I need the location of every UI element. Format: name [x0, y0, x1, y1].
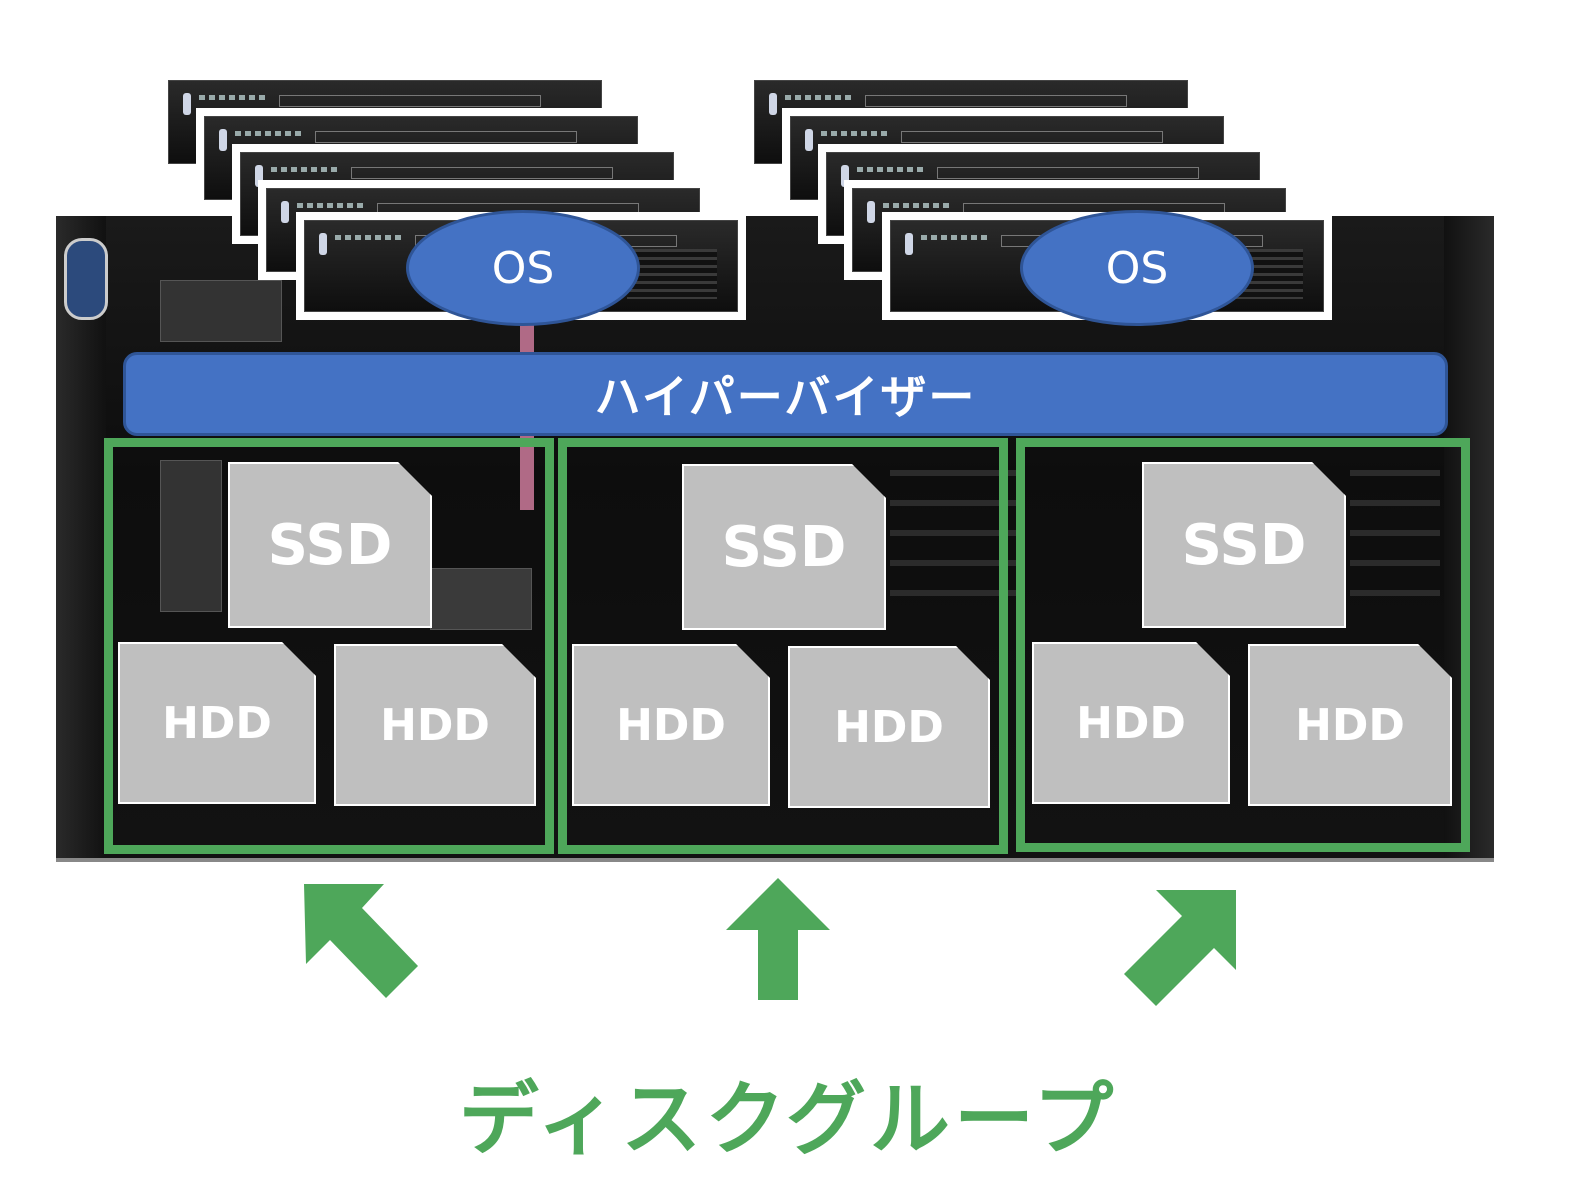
disk-group-2: [558, 438, 1008, 854]
arrow-up-left-icon: [304, 884, 418, 998]
chassis-slat: [890, 500, 1020, 506]
server-led-row: [921, 235, 991, 240]
arrow-up-icon: [726, 878, 830, 1000]
server-handle-icon: [255, 165, 263, 187]
server-drive-bay: [865, 95, 1127, 107]
server-led-row: [335, 235, 405, 240]
os-ellipse-left: OS: [406, 210, 640, 326]
server-led-row: [883, 203, 953, 208]
chassis-slat: [1350, 560, 1440, 566]
server-led-row: [857, 167, 927, 172]
chassis-bay: [430, 568, 532, 630]
server-drive-bay: [279, 95, 541, 107]
chassis-slat: [1350, 590, 1440, 596]
caption-disk-group: ディスクグループ: [458, 1073, 1118, 1166]
server-drive-bay: [901, 131, 1163, 143]
server-led-row: [785, 95, 855, 100]
hdd-disk: HDD: [1248, 644, 1452, 806]
hdd-disk: HDD: [118, 642, 316, 804]
server-drive-bay: [315, 131, 577, 143]
disk-group-1: [104, 438, 554, 854]
chassis-slat: [890, 530, 1020, 536]
chassis-io-panel: [160, 280, 282, 342]
server-led-row: [235, 131, 305, 136]
chassis-slat: [890, 590, 1020, 596]
server-drive-bay: [937, 167, 1199, 179]
ssd-disk: SSD: [1142, 462, 1346, 628]
hypervisor-bar: ハイパーバイザー: [123, 352, 1448, 436]
server-handle-icon: [905, 233, 913, 255]
server-handle-icon: [183, 93, 191, 115]
chassis-slat: [890, 560, 1020, 566]
server-handle-icon: [281, 201, 289, 223]
server-drive-bay: [351, 167, 613, 179]
server-handle-icon: [319, 233, 327, 255]
ssd-disk: SSD: [682, 464, 886, 630]
server-handle-icon: [219, 129, 227, 151]
server-handle-icon: [805, 129, 813, 151]
vendor-logo-icon: [64, 238, 108, 320]
disk-group-3: [1016, 438, 1470, 852]
server-handle-icon: [769, 93, 777, 115]
ssd-disk: SSD: [228, 462, 432, 628]
chassis-slat: [1350, 500, 1440, 506]
hdd-disk: HDD: [1032, 642, 1230, 804]
server-led-row: [199, 95, 269, 100]
arrow-up-right-icon: [1124, 890, 1236, 1006]
chassis-io-panel: [160, 460, 222, 612]
server-handle-icon: [867, 201, 875, 223]
server-led-row: [271, 167, 341, 172]
server-handle-icon: [841, 165, 849, 187]
hdd-disk: HDD: [788, 646, 990, 808]
chassis-ear-left: [56, 216, 106, 858]
chassis-slat: [1350, 530, 1440, 536]
server-led-row: [821, 131, 891, 136]
hdd-disk: HDD: [572, 644, 770, 806]
os-ellipse-right: OS: [1020, 210, 1254, 326]
chassis-slat: [890, 470, 1020, 476]
server-vent: [627, 249, 717, 299]
server-led-row: [297, 203, 367, 208]
chassis-slat: [1350, 470, 1440, 476]
hdd-disk: HDD: [334, 644, 536, 806]
